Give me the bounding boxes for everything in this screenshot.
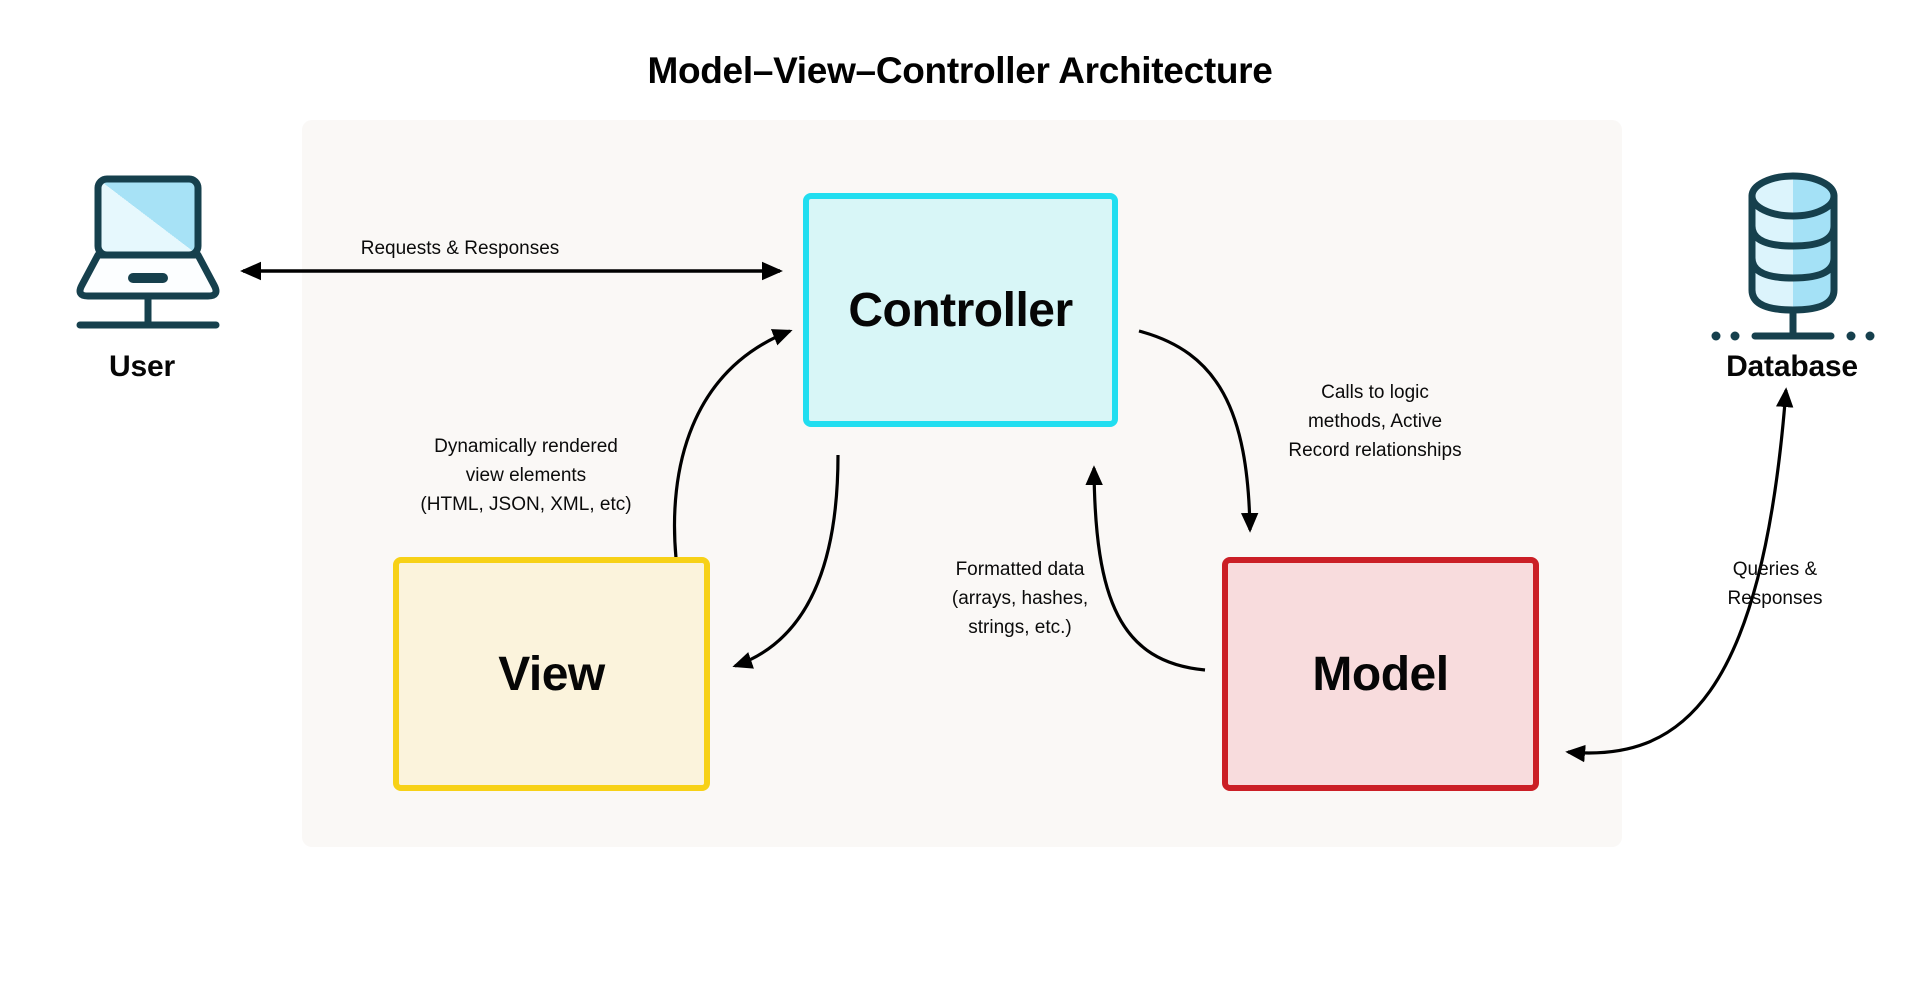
user-label: User xyxy=(109,350,175,383)
controller-box[interactable]: Controller xyxy=(803,193,1118,427)
database-cylinder-icon xyxy=(1711,172,1875,341)
database-label: Database xyxy=(1726,350,1858,383)
model-box[interactable]: Model xyxy=(1222,557,1539,791)
model-label: Model xyxy=(1312,647,1449,701)
controller-label: Controller xyxy=(848,283,1073,337)
edge-label-dynamic-view-elements: Dynamically rendered view elements (HTML… xyxy=(420,436,632,515)
edge-label-queries-responses: Queries & Responses xyxy=(1727,559,1823,609)
page-title: Model–View–Controller Architecture xyxy=(647,50,1273,91)
view-label: View xyxy=(498,647,605,701)
laptop-icon xyxy=(76,175,220,329)
edge-label-formatted-data: Formatted data (arrays, hashes, strings,… xyxy=(951,559,1089,638)
edge-label-requests-responses: Requests & Responses xyxy=(360,238,560,259)
edge-label-calls-to-logic: Calls to logic methods, Active Record re… xyxy=(1288,382,1462,461)
view-box[interactable]: View xyxy=(393,557,710,791)
